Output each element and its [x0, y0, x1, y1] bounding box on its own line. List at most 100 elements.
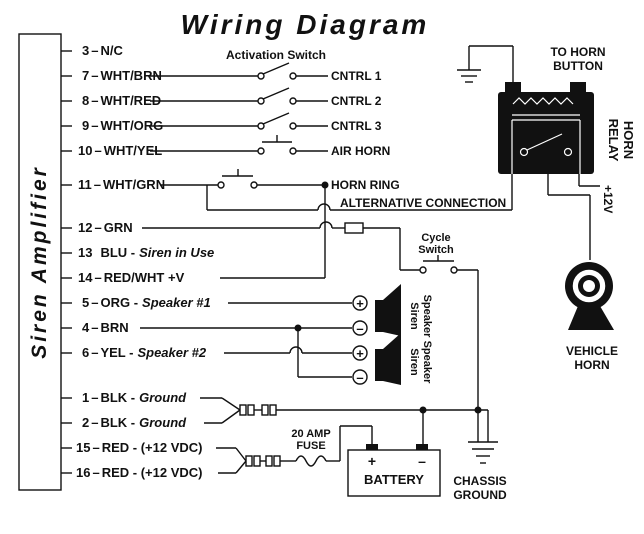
pin-number: 9: [82, 118, 89, 133]
pin-number: 16: [76, 465, 90, 480]
pin-number: 7: [82, 68, 89, 83]
svg-text:11–WHT/GRN: 11–WHT/GRN: [78, 177, 165, 192]
horn-relay-box: [498, 92, 594, 174]
svg-text:5–ORG -Speaker #1: 5–ORG - Speaker #1: [82, 295, 211, 310]
svg-text:4–BRN: 4–BRN: [82, 320, 129, 335]
battery-plus-label: +: [368, 453, 376, 469]
pin-number: 4: [82, 320, 90, 335]
svg-text:15–RED - (+12 VDC): 15–RED - (+12 VDC): [76, 440, 202, 455]
alternative-connection-label: ALTERNATIVE CONNECTION: [340, 196, 506, 210]
pin-dash: –: [94, 143, 101, 158]
svg-text:9–WHT/ORG: 9–WHT/ORG: [82, 118, 163, 133]
pin-description: Ground: [139, 390, 187, 405]
chassis-ground-label: CHASSIS: [453, 474, 506, 488]
cycle-switch-label: Cycle: [421, 232, 450, 244]
cntrl2-circuit: [150, 87, 328, 105]
to-horn-button-label: TO HORN: [550, 45, 605, 59]
horn-relay-label: RELAY: [606, 119, 621, 162]
svg-text:7–WHT/BRN: 7–WHT/BRN: [82, 68, 162, 83]
pin-description: Speaker #2: [137, 345, 206, 360]
speaker-label: Siren: [408, 302, 420, 330]
battery-icon: [347, 444, 441, 497]
speaker-label: Speaker: [421, 341, 433, 385]
pin-description: Ground: [139, 415, 187, 430]
svg-text:16–RED - (+12 VDC): 16–RED - (+12 VDC): [76, 465, 202, 480]
pin-wire: WHT/BRN: [100, 68, 161, 83]
pin-description: Siren in Use: [139, 245, 214, 260]
pin-dash: –: [91, 68, 98, 83]
pin-wire: BLK -: [100, 390, 135, 405]
fuse-label: FUSE: [296, 440, 325, 452]
pin-wire: WHT/GRN: [103, 177, 165, 192]
pin-wire: WHT/YEL: [104, 143, 163, 158]
vehicle-horn-label: VEHICLE: [566, 344, 618, 358]
pin-number: 14: [78, 270, 93, 285]
speaker-label: Speaker: [421, 295, 433, 339]
siren-amplifier-box: [18, 33, 62, 491]
pin-wire: BLU -: [100, 245, 135, 260]
svg-text:8–WHT/RED: 8–WHT/RED: [82, 93, 161, 108]
svg-text:12–GRN: 12–GRN: [78, 220, 133, 235]
pin-dash: –: [91, 415, 98, 430]
pin-number: 13: [78, 245, 92, 260]
pin-dash: –: [91, 320, 98, 335]
pin-dash: –: [91, 295, 98, 310]
pin-number: 8: [82, 93, 89, 108]
svg-text:6–YEL -Speaker #2: 6–YEL -Speaker #2: [82, 345, 207, 360]
pin-number: 2: [82, 415, 89, 430]
pin-row: 12–GRN: [61, 220, 133, 235]
power-circuit: [216, 425, 373, 474]
battery-label: BATTERY: [364, 472, 424, 487]
grn-circuit: [142, 221, 479, 442]
vehicle-horn-label: HORN: [574, 358, 609, 372]
pin-row: 9–WHT/ORG: [61, 118, 163, 133]
pin-row: 6–YEL -Speaker #2: [61, 345, 207, 360]
pin-row: 7–WHT/BRN: [61, 68, 162, 83]
pin-number: 11: [78, 177, 92, 192]
horn-ring-circuit: [160, 169, 512, 211]
pin-row: 13 BLU - Siren in Use: [61, 245, 214, 260]
fuse-label: 20 AMP: [291, 428, 330, 440]
pin-number: 3: [82, 43, 89, 58]
cntrl3-label: CNTRL 3: [331, 119, 382, 133]
pin-wire: RED/WHT +V: [104, 270, 185, 285]
pin-number: 15: [76, 440, 90, 455]
svg-text:14–RED/WHT +V: 14–RED/WHT +V: [78, 270, 185, 285]
pin-dash: –: [92, 440, 99, 455]
pin-number: 5: [82, 295, 89, 310]
pin-row: 4–BRN: [61, 320, 129, 335]
pin-wire: GRN: [104, 220, 133, 235]
svg-text:3–N/C: 3–N/C: [82, 43, 123, 58]
to-horn-button-label: BUTTON: [553, 59, 603, 73]
relay-ground-symbol: [457, 45, 514, 83]
svg-text:2–BLK -Ground: 2–BLK -Ground: [82, 415, 187, 430]
air-horn-label: AIR HORN: [331, 144, 390, 158]
cntrl1-circuit: [150, 62, 328, 80]
speaker-icon: [375, 333, 401, 385]
pin-description: Speaker #1: [142, 295, 211, 310]
pin-number: 6: [82, 345, 89, 360]
pin-wire: WHT/ORG: [100, 118, 163, 133]
pin-wire: RED - (+12 VDC): [102, 440, 203, 455]
pin-wire: YEL -: [100, 345, 133, 360]
pin-row: 1–BLK -Ground: [61, 390, 187, 405]
pin-number: 12: [78, 220, 92, 235]
chassis-ground-label: GROUND: [453, 488, 507, 502]
horn-relay-label: HORN: [621, 121, 636, 159]
pin-row: 2–BLK -Ground: [61, 415, 187, 430]
speaker-plus-terminal: +: [356, 346, 364, 361]
pin-number: 10: [78, 143, 92, 158]
cntrl3-circuit: [150, 112, 328, 130]
air-horn-circuit: [150, 135, 328, 155]
pin-row: 14–RED/WHT +V: [61, 270, 185, 285]
pin-row: 11–WHT/GRN: [61, 177, 165, 192]
pin-wire: BRN: [100, 320, 128, 335]
pin-row: 10–WHT/YEL: [61, 143, 162, 158]
pin-wire: ORG -: [100, 295, 138, 310]
ground-circuit: [200, 397, 489, 448]
pin-number: 1: [82, 390, 89, 405]
pin-wire: N/C: [100, 43, 123, 58]
vehicle-horn-icon: [565, 262, 614, 330]
speaker-label: Siren: [408, 348, 420, 376]
